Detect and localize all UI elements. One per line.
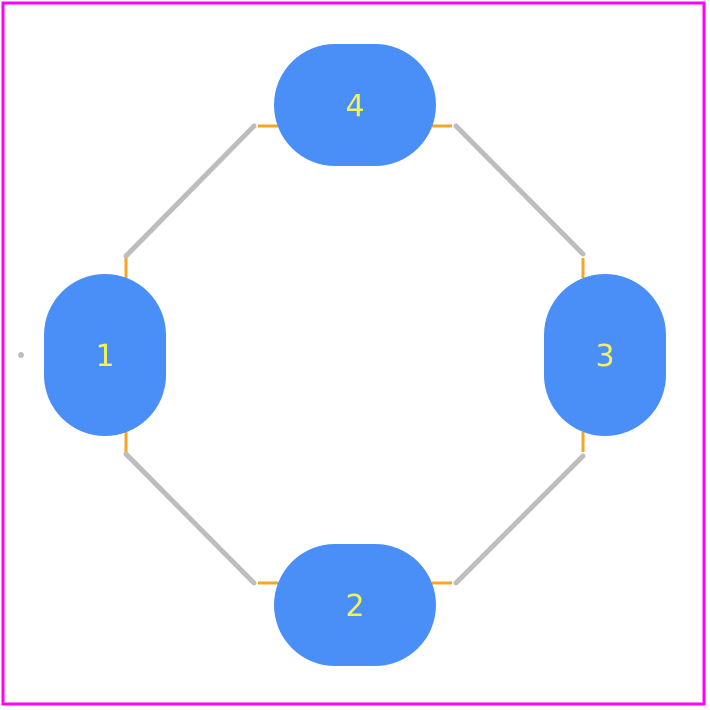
pad-1[interactable]: 1: [44, 274, 166, 436]
pad-4-shape: [274, 44, 436, 166]
pad-4-label: 4: [345, 89, 364, 124]
pad-3[interactable]: 3: [544, 274, 666, 436]
pad-2[interactable]: 2: [274, 544, 436, 666]
pad-4[interactable]: 4: [274, 44, 436, 166]
pad-1-shape: [44, 274, 166, 436]
silkscreen-diagonal: [453, 453, 586, 586]
pad-2-shape: [274, 544, 436, 666]
silkscreen-diagonal: [453, 123, 586, 257]
pad-1-label: 1: [95, 339, 114, 374]
pad-3-label: 3: [595, 339, 614, 374]
silkscreen-lines: [123, 123, 586, 586]
silkscreen-diagonal: [123, 123, 257, 259]
pad-3-shape: [544, 274, 666, 436]
courtyard-lines: [124, 124, 585, 585]
silkscreen-diagonal: [123, 451, 257, 586]
pad-2-label: 2: [345, 589, 364, 624]
pin1-marker-dot: [18, 352, 24, 358]
